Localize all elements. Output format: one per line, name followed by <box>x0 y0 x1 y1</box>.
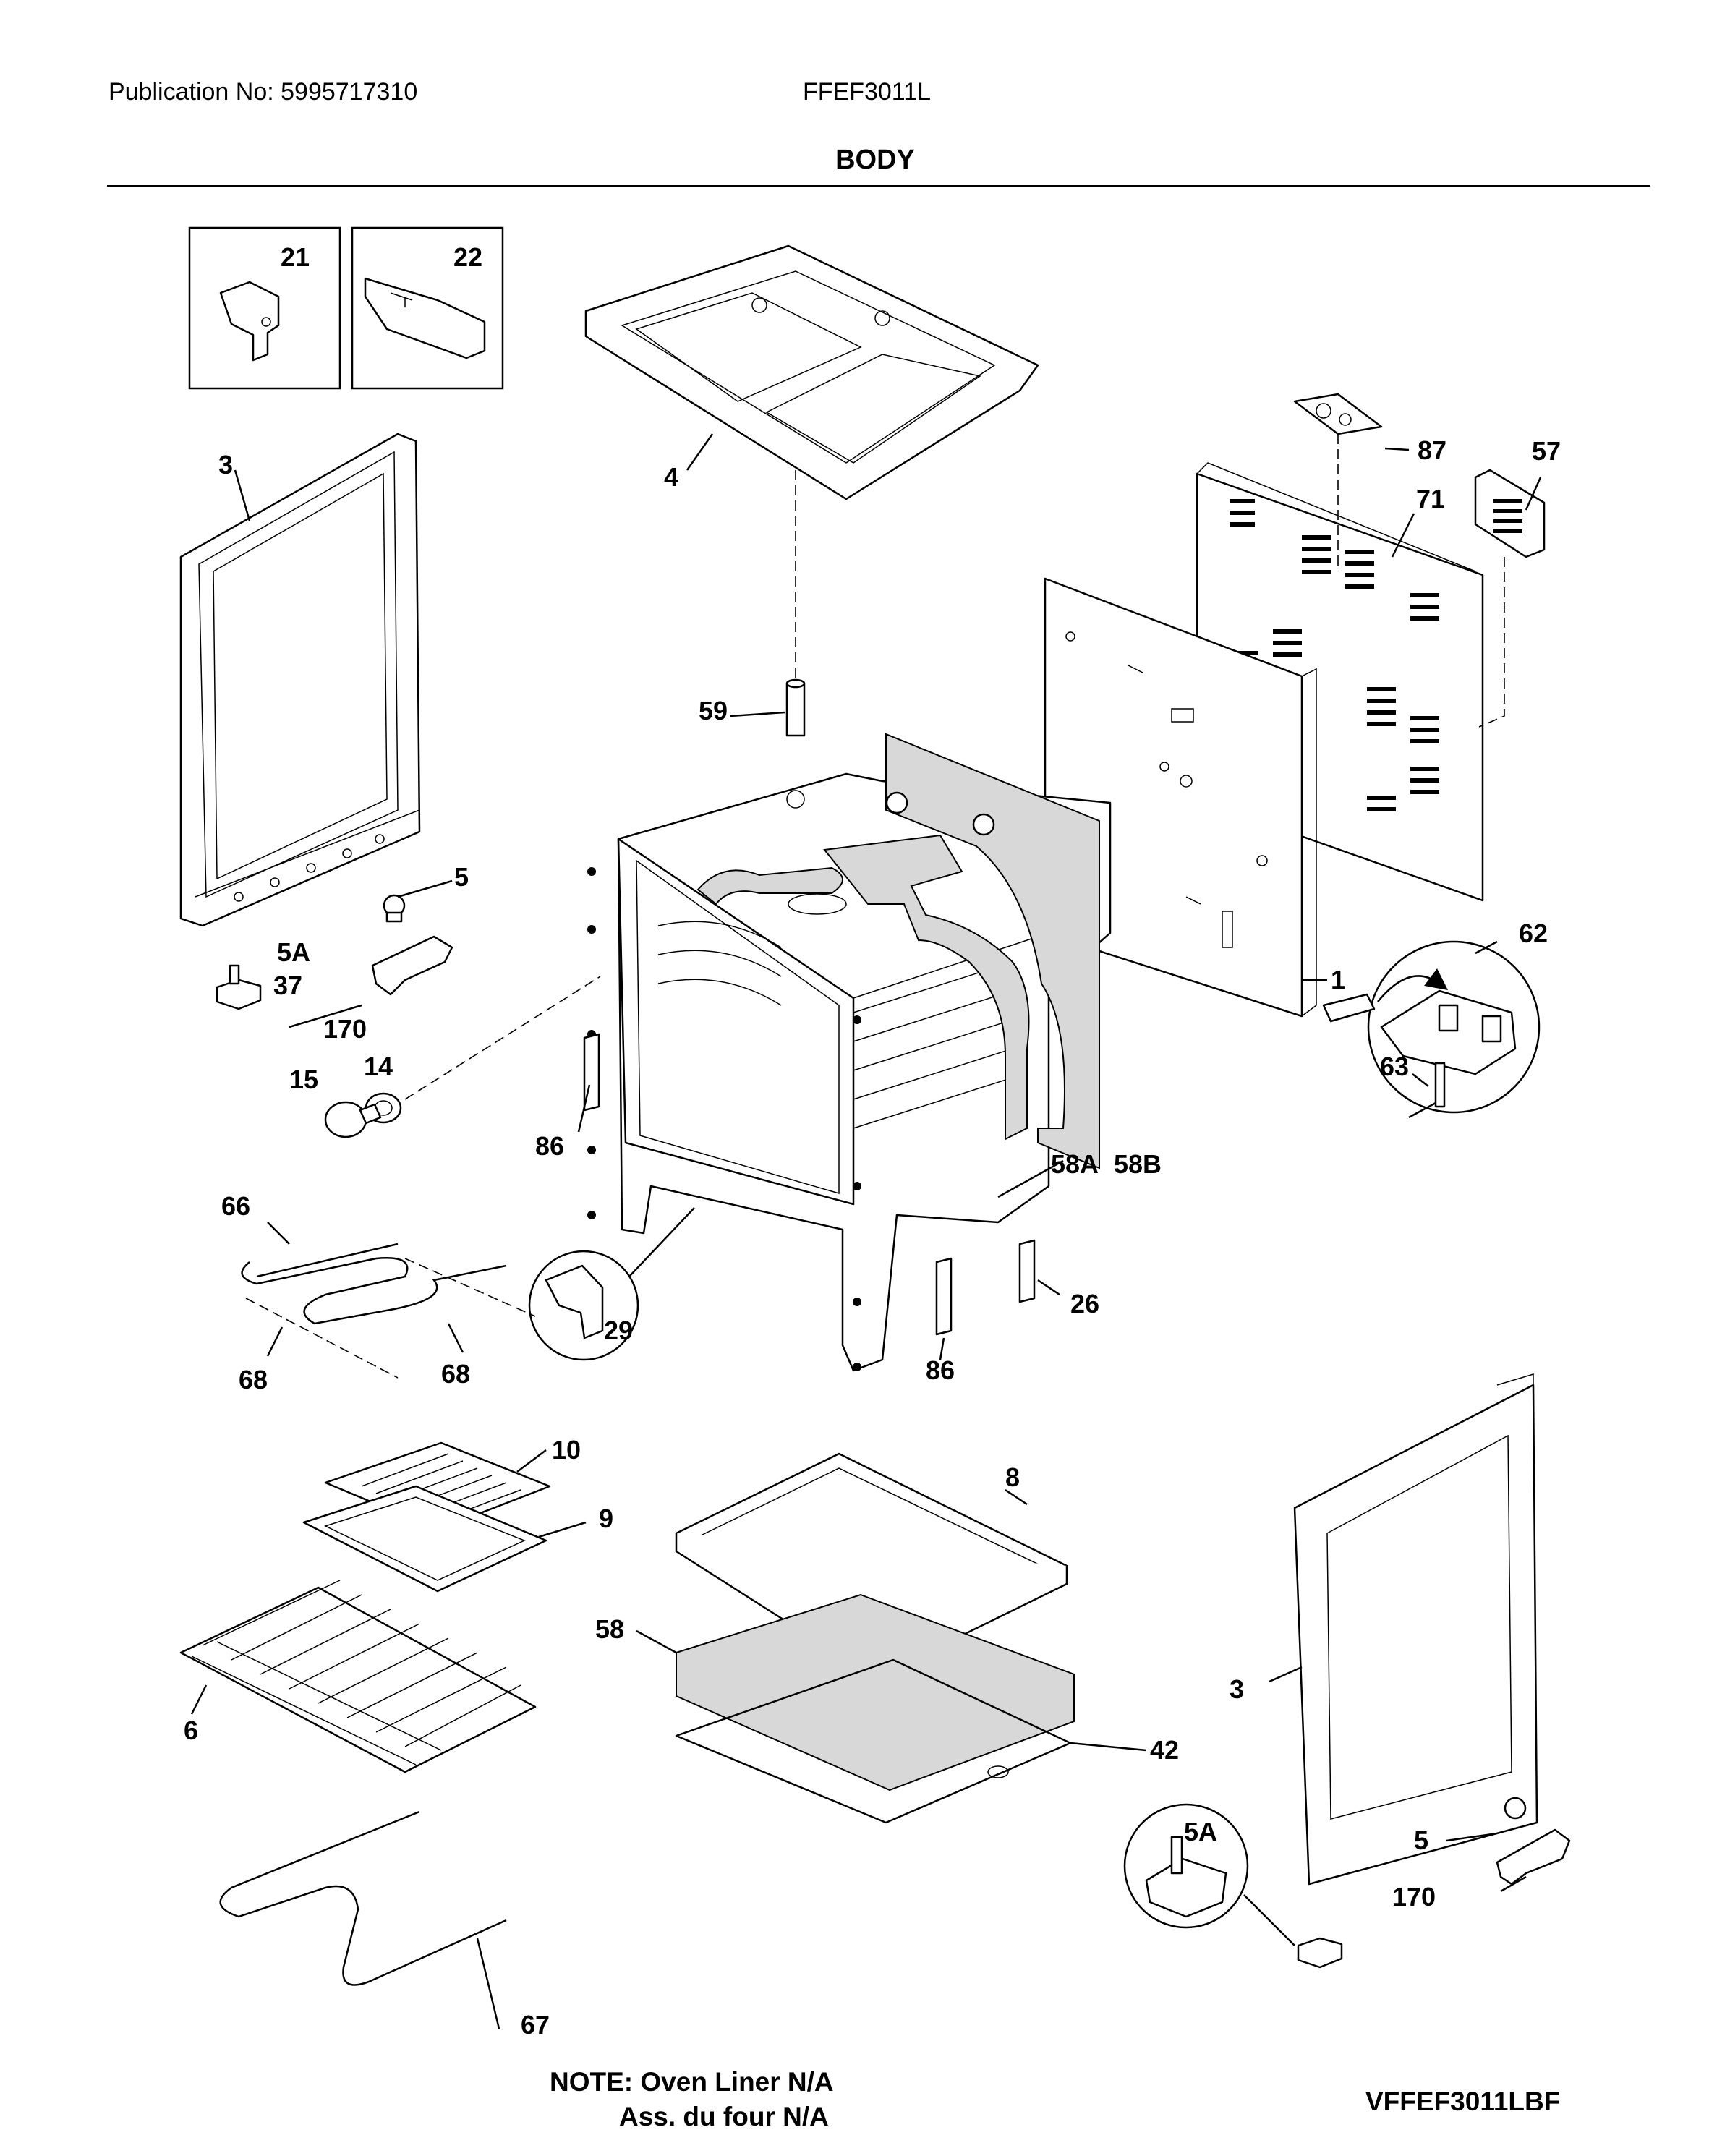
part-58B-insulation-frame <box>885 733 1100 1169</box>
callout-10: 10 <box>552 1435 581 1465</box>
part-62-terminal-block-small <box>1322 993 1376 1023</box>
part-4-top-panel <box>584 244 1039 500</box>
part-5A-leveler-base-left <box>216 964 262 1010</box>
callout-6: 6 <box>184 1716 198 1745</box>
callout-170-left: 170 <box>323 1014 367 1044</box>
model-number: FFEF3011L <box>803 78 932 106</box>
callout-4: 4 <box>664 462 678 492</box>
header-divider <box>107 185 1650 187</box>
cabinet-body <box>617 772 1112 1372</box>
callout-5A-left: 5A <box>277 937 310 967</box>
callout-3-right: 3 <box>1230 1674 1244 1704</box>
callout-62: 62 <box>1519 919 1548 948</box>
cabinet-screws <box>587 867 861 1371</box>
part-21-inset <box>188 226 341 390</box>
part-5A-leveler-inset-right <box>1123 1803 1295 1946</box>
part-66-broil-element <box>241 1243 536 1379</box>
diagram-code: VFFEF3011LBF <box>1365 2087 1561 2116</box>
callout-8: 8 <box>1005 1462 1020 1492</box>
callout-5-right: 5 <box>1414 1825 1428 1855</box>
part-67-bake-element <box>219 1810 507 1986</box>
part-86-bracket-right <box>935 1257 953 1336</box>
callout-68-right: 68 <box>441 1359 470 1389</box>
callout-58B: 58B <box>1114 1149 1162 1179</box>
part-5-leveler-right <box>1504 1797 1527 1820</box>
part-9-broil-pan <box>302 1485 547 1593</box>
callout-14: 14 <box>364 1052 393 1081</box>
callout-21: 21 <box>281 242 310 272</box>
callout-71: 71 <box>1416 484 1445 514</box>
part-62-terminal-block-inset <box>1367 940 1541 1119</box>
callout-9: 9 <box>599 1504 613 1533</box>
callout-170-right: 170 <box>1392 1882 1436 1912</box>
part-58A-insulation-wrap <box>696 834 1030 1141</box>
callout-15: 15 <box>289 1065 318 1094</box>
part-170-anti-tip-bracket-left <box>371 935 453 996</box>
callout-68-left: 68 <box>239 1365 268 1394</box>
callout-58: 58 <box>595 1614 624 1644</box>
callout-37: 37 <box>273 971 302 1000</box>
callout-5-left: 5 <box>454 862 469 892</box>
part-170-anti-tip-bracket-right <box>1496 1828 1571 1886</box>
publication-number: Publication No: 5995717310 <box>108 78 418 106</box>
callout-1: 1 <box>1331 965 1345 994</box>
part-87-plate <box>1293 393 1383 435</box>
callout-67: 67 <box>521 2010 550 2040</box>
callout-63: 63 <box>1380 1052 1409 1081</box>
part-15-bulb <box>324 1101 382 1138</box>
callout-29: 29 <box>604 1316 633 1345</box>
callout-5A-right: 5A <box>1184 1817 1217 1846</box>
part-5A-leveler-base-right <box>1297 1937 1343 1969</box>
part-58-insulation-pad <box>676 1593 1075 1791</box>
part-26-bracket <box>1018 1239 1036 1303</box>
part-5-leveler-left <box>383 894 406 923</box>
note-oven-liner-fr: Ass. du four N/A <box>619 2102 829 2131</box>
part-3-side-panel-right <box>1293 1373 1538 1886</box>
callout-57: 57 <box>1532 436 1561 466</box>
part-59-leveler <box>785 678 806 737</box>
part-29-inset <box>528 1207 695 1361</box>
callout-87: 87 <box>1418 435 1446 465</box>
callout-labels: 21 22 4 87 57 71 3 59 5 5A 37 170 1 62 1… <box>184 242 1561 2040</box>
part-57-cover <box>1474 469 1546 558</box>
callout-58A: 58A <box>1051 1149 1099 1179</box>
callout-59: 59 <box>699 696 728 725</box>
leader-lines <box>190 433 1542 2029</box>
callout-42: 42 <box>1150 1735 1179 1765</box>
callout-26: 26 <box>1070 1289 1099 1318</box>
note-oven-liner: NOTE: Oven Liner N/A <box>550 2067 834 2097</box>
callout-3-left: 3 <box>218 450 233 480</box>
part-22-inset <box>351 226 504 390</box>
part-3-side-panel-left <box>179 433 421 927</box>
part-6-oven-rack <box>179 1580 537 1773</box>
callout-66: 66 <box>221 1191 250 1221</box>
part-37-wire <box>289 1004 362 1028</box>
callout-86-left: 86 <box>535 1131 564 1161</box>
section-title: BODY <box>835 145 915 175</box>
callout-86-right: 86 <box>926 1355 955 1385</box>
callout-22: 22 <box>453 242 482 272</box>
